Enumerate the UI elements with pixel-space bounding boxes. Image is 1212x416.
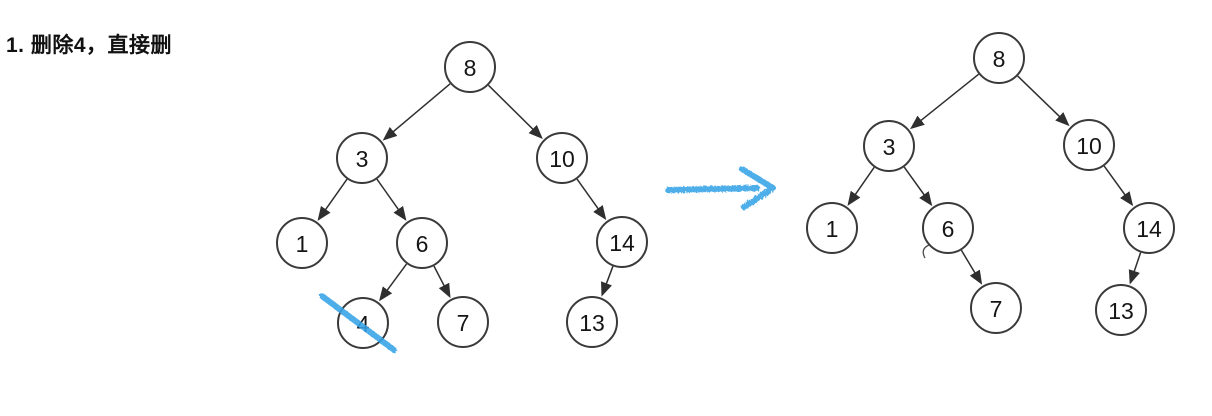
edge-before-deletion-6-to-7 bbox=[433, 265, 451, 299]
node-circle-after-deletion-8 bbox=[973, 32, 1025, 84]
edge-before-deletion-8-to-10 bbox=[487, 84, 543, 140]
eraser-mark bbox=[922, 244, 930, 259]
transition-arrow-head bbox=[739, 166, 776, 210]
node-circle-before-deletion-3 bbox=[336, 132, 388, 184]
node-label-before-deletion-14: 14 bbox=[609, 230, 635, 256]
node-label-after-deletion-3: 3 bbox=[883, 134, 896, 160]
node-circle-before-deletion-10 bbox=[536, 132, 588, 184]
node-label-before-deletion-3: 3 bbox=[356, 146, 369, 172]
edge-before-deletion-8-to-3 bbox=[382, 83, 451, 141]
blue-annotations bbox=[319, 166, 776, 353]
node-label-before-deletion-6: 6 bbox=[416, 231, 429, 257]
transition-arrow-shaft bbox=[665, 185, 760, 193]
edge-after-deletion-8-to-10 bbox=[1017, 75, 1070, 127]
edge-after-deletion-6-to-7 bbox=[960, 249, 983, 285]
node-label-before-deletion-1: 1 bbox=[296, 231, 309, 257]
node-label-after-deletion-6: 6 bbox=[942, 216, 955, 242]
edge-after-deletion-14-to-13 bbox=[1128, 252, 1142, 285]
edge-after-deletion-10-to-14 bbox=[1103, 165, 1134, 207]
edge-before-deletion-6-to-4 bbox=[379, 263, 408, 302]
tree-before-deletion: 831016144713 bbox=[276, 41, 648, 349]
node-label-after-deletion-14: 14 bbox=[1136, 216, 1162, 242]
edge-before-deletion-10-to-14 bbox=[576, 178, 607, 221]
edge-after-deletion-3-to-1 bbox=[847, 166, 875, 206]
node-circle-after-deletion-1 bbox=[806, 202, 858, 254]
node-label-after-deletion-1: 1 bbox=[826, 216, 839, 242]
node-label-after-deletion-8: 8 bbox=[993, 46, 1006, 72]
node-label-before-deletion-13: 13 bbox=[579, 310, 605, 336]
node-label-after-deletion-13: 13 bbox=[1108, 298, 1134, 324]
edge-after-deletion-8-to-3 bbox=[910, 73, 980, 130]
edge-before-deletion-14-to-13 bbox=[601, 266, 614, 297]
strike-line-node-4 bbox=[319, 293, 397, 353]
node-label-after-deletion-10: 10 bbox=[1076, 133, 1102, 159]
node-label-before-deletion-10: 10 bbox=[549, 146, 575, 172]
node-circle-after-deletion-14 bbox=[1123, 202, 1175, 254]
node-circle-after-deletion-3 bbox=[863, 120, 915, 172]
edge-before-deletion-3-to-6 bbox=[376, 178, 407, 221]
node-label-before-deletion-8: 8 bbox=[464, 55, 477, 81]
node-circle-after-deletion-13 bbox=[1095, 284, 1147, 336]
node-circle-after-deletion-7 bbox=[970, 282, 1022, 334]
node-circle-before-deletion-7 bbox=[437, 296, 489, 348]
node-circle-before-deletion-6 bbox=[396, 217, 448, 269]
node-circle-before-deletion-13 bbox=[566, 296, 618, 348]
node-circle-after-deletion-10 bbox=[1063, 119, 1115, 171]
node-circle-before-deletion-8 bbox=[444, 41, 496, 93]
node-circle-before-deletion-1 bbox=[276, 217, 328, 269]
page-title: 1. 删除4，直接删 bbox=[6, 34, 173, 57]
edge-before-deletion-3-to-1 bbox=[317, 178, 348, 221]
tree-after-deletion: 8 3 10 1 6 14 7 13 bbox=[806, 32, 1175, 336]
node-label-after-deletion-7: 7 bbox=[990, 296, 1003, 322]
node-circle-before-deletion-14 bbox=[596, 216, 648, 268]
edge-after-deletion-3-to-6 bbox=[903, 166, 933, 207]
node-circle-after-deletion-6 bbox=[922, 202, 974, 254]
node-label-before-deletion-7: 7 bbox=[457, 310, 470, 336]
